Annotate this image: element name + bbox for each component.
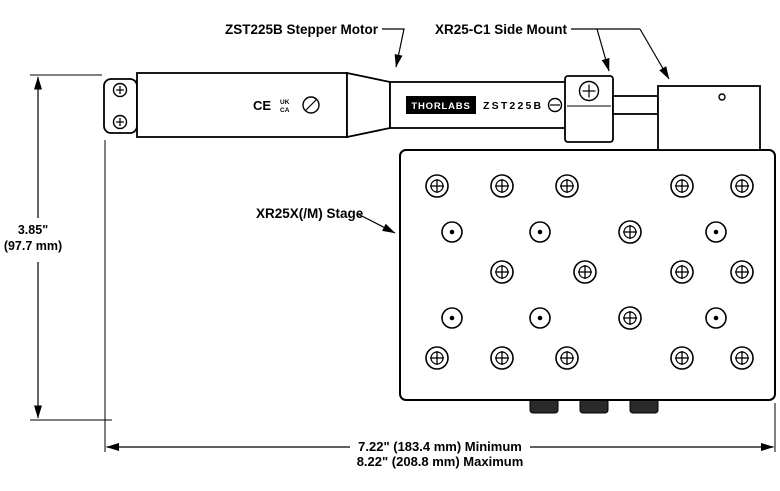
stage-holes (425, 174, 754, 370)
mount-block (657, 85, 761, 151)
stage-assembly (399, 149, 776, 414)
stage-leader (357, 213, 396, 234)
side-mount-leader-2 (639, 28, 670, 80)
dimension-lines: 3.85" (97.7 mm) 7.22" (183.4 mm) Minimum… (4, 74, 776, 469)
stage-plate (399, 149, 776, 401)
stage-label: XR25X(/M) Stage (256, 206, 364, 221)
stepper-motor-label: ZST225B Stepper Motor (225, 22, 379, 37)
mount-block-hole (718, 93, 726, 101)
motor-assembly: CE UK CA THORLABS ZST225B (103, 71, 761, 151)
brand-text: THORLABS (411, 101, 470, 112)
model-text: ZST225B (483, 100, 543, 112)
motor-taper (346, 71, 391, 139)
ce-mark: CE (253, 98, 271, 113)
adjuster-icon (547, 97, 563, 113)
ukca-mark-ca: CA (280, 107, 290, 114)
brand-box (406, 96, 476, 114)
end-cap-screw-icon (112, 114, 128, 130)
height-dim-mm: (97.7 mm) (4, 239, 62, 253)
width-dim-min: 7.22" (183.4 mm) Minimum (358, 439, 522, 454)
side-mount-leader-1 (596, 28, 610, 72)
crossed-circle-icon (302, 96, 320, 114)
side-mount-label: XR25-C1 Side Mount (435, 22, 568, 37)
actuator-shaft (612, 95, 659, 115)
clamp-screw-icon (578, 80, 600, 102)
end-cap-screw-icon (112, 82, 128, 98)
stepper-motor-leader (382, 28, 405, 68)
callouts: ZST225B Stepper Motor XR25-C1 Side Mount… (225, 22, 670, 234)
motor-body (136, 72, 348, 138)
ukca-mark-uk: UK (280, 99, 290, 106)
width-dim-max: 8.22" (208.8 mm) Maximum (357, 454, 524, 469)
height-dim-inches: 3.85" (18, 223, 48, 237)
